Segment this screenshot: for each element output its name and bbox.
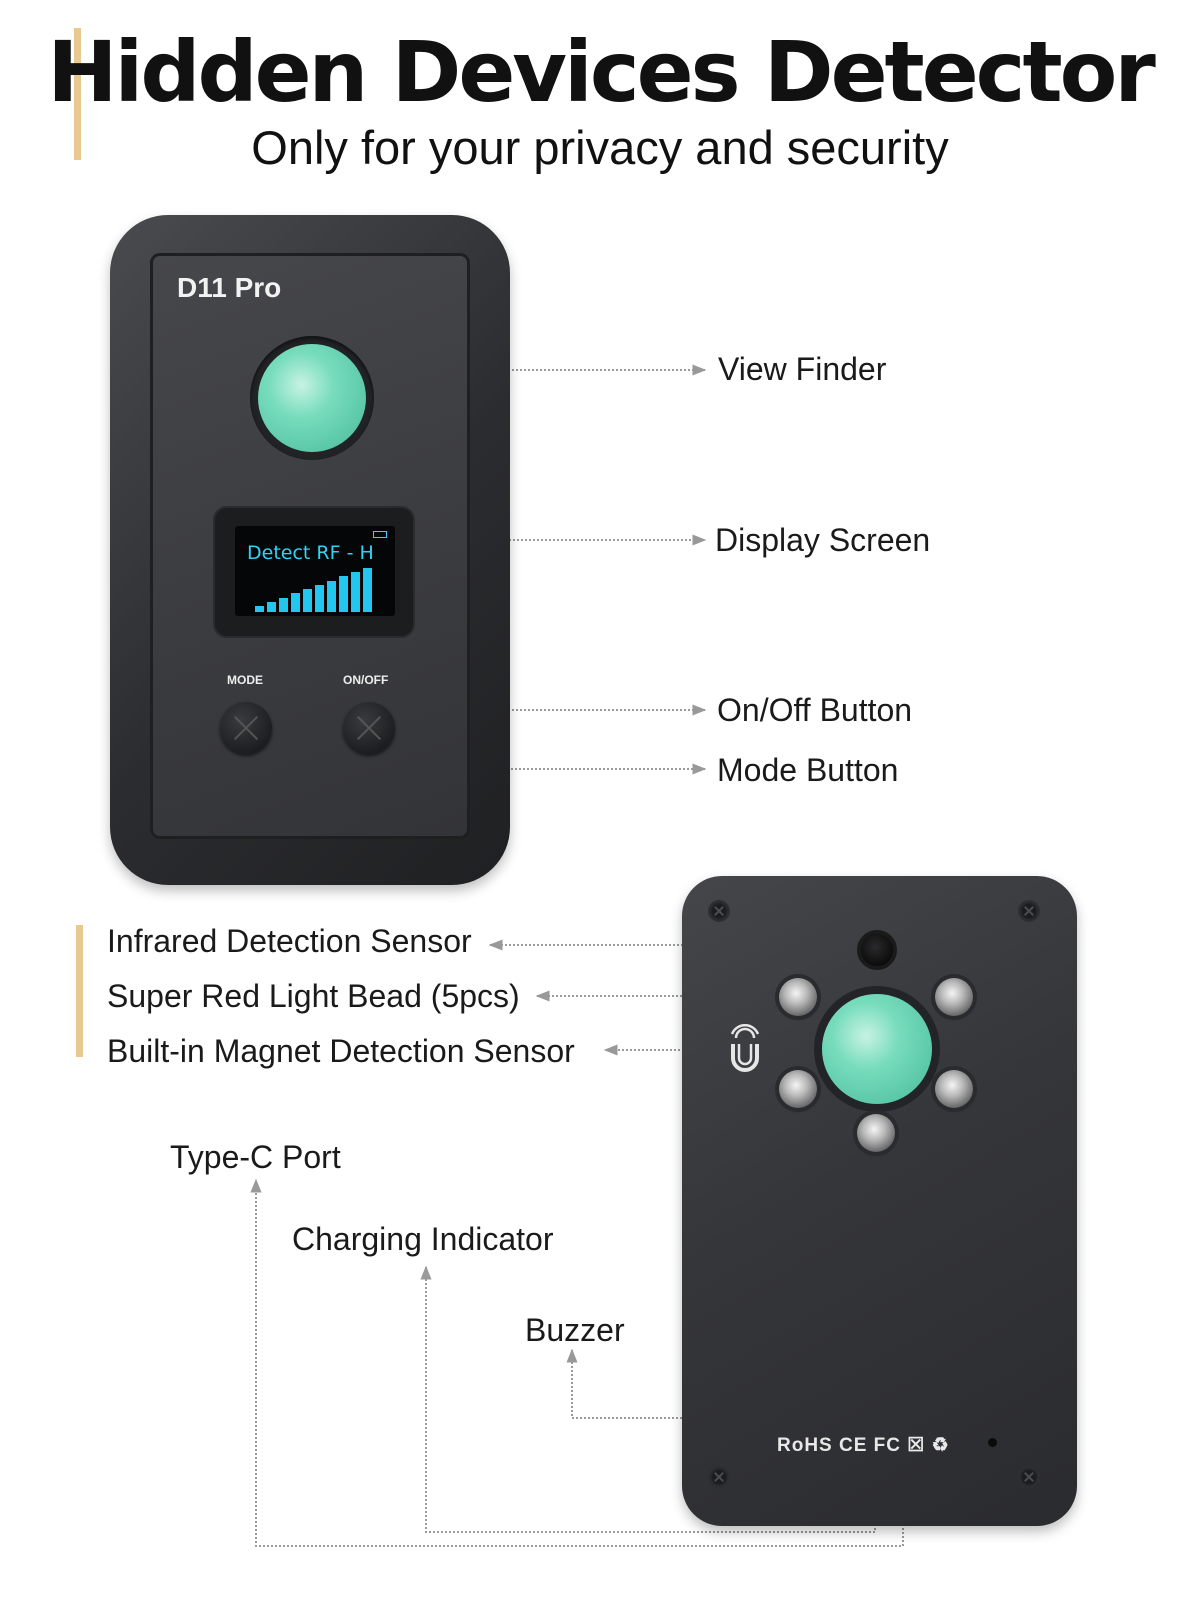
red-light-bead bbox=[935, 978, 973, 1016]
device-front: D11 Pro Detect RF - H MODE ON/OFF bbox=[110, 215, 510, 885]
callout-mode-button: Mode Button bbox=[717, 752, 899, 788]
signal-bar bbox=[327, 581, 336, 612]
red-light-bead bbox=[779, 1070, 817, 1108]
screen-text: Detect RF - H bbox=[247, 542, 374, 564]
callout-display-screen: Display Screen bbox=[715, 522, 931, 558]
callout-magnet-sensor: Built-in Magnet Detection Sensor bbox=[107, 1033, 575, 1069]
signal-bar bbox=[255, 606, 264, 612]
signal-bar bbox=[339, 576, 348, 612]
red-light-bead bbox=[935, 1070, 973, 1108]
callout-red-light-bead: Super Red Light Bead (5pcs) bbox=[107, 978, 520, 1014]
signal-bar bbox=[267, 602, 276, 612]
onoff-label: ON/OFF bbox=[343, 673, 389, 687]
signal-bar bbox=[363, 568, 372, 612]
page-title: Hidden Devices Detector bbox=[47, 23, 1156, 121]
front-panel: D11 Pro Detect RF - H MODE ON/OFF bbox=[150, 253, 470, 839]
page-subtitle: Only for your privacy and security bbox=[251, 121, 949, 174]
buzzer-hole bbox=[988, 1438, 997, 1447]
signal-bar bbox=[303, 589, 312, 612]
display-screen-inner: Detect RF - H bbox=[235, 526, 395, 616]
callout-view-finder: View Finder bbox=[718, 351, 887, 387]
callout-typec-port: Type-C Port bbox=[170, 1139, 341, 1175]
back-accent-bar bbox=[76, 925, 83, 1057]
signal-strength-bars bbox=[255, 566, 385, 612]
device-back: RoHS CE FC ☒ ♻ bbox=[682, 876, 1077, 1526]
view-finder bbox=[250, 336, 374, 460]
screw-icon bbox=[708, 1466, 730, 1488]
infrared-sensor bbox=[857, 930, 897, 970]
red-light-bead bbox=[779, 978, 817, 1016]
screw-icon bbox=[708, 900, 730, 922]
onoff-button[interactable] bbox=[343, 702, 395, 754]
leader-typec bbox=[250, 1178, 904, 1547]
screw-icon bbox=[1018, 1466, 1040, 1488]
mode-label: MODE bbox=[227, 673, 263, 687]
signal-bar bbox=[315, 585, 324, 612]
screw-icon bbox=[1018, 900, 1040, 922]
callout-buzzer: Buzzer bbox=[525, 1312, 625, 1348]
callout-onoff-button: On/Off Button bbox=[717, 692, 913, 728]
view-finder-lens bbox=[258, 344, 366, 452]
header-accent-bar bbox=[74, 28, 81, 160]
magnet-icon bbox=[730, 1024, 760, 1072]
signal-bar bbox=[279, 598, 288, 612]
model-name: D11 Pro bbox=[177, 272, 282, 303]
display-screen: Detect RF - H bbox=[213, 506, 415, 638]
callout-infrared-sensor: Infrared Detection Sensor bbox=[107, 923, 472, 959]
signal-bar bbox=[291, 593, 300, 612]
mode-button[interactable] bbox=[220, 702, 272, 754]
back-lens bbox=[822, 994, 932, 1104]
battery-icon bbox=[373, 531, 387, 538]
certification-marks: RoHS CE FC ☒ ♻ bbox=[777, 1435, 950, 1456]
callout-charging-indicator: Charging Indicator bbox=[292, 1221, 554, 1257]
red-light-bead bbox=[857, 1114, 895, 1152]
leader-charging bbox=[420, 1265, 876, 1533]
signal-bar bbox=[351, 572, 360, 612]
